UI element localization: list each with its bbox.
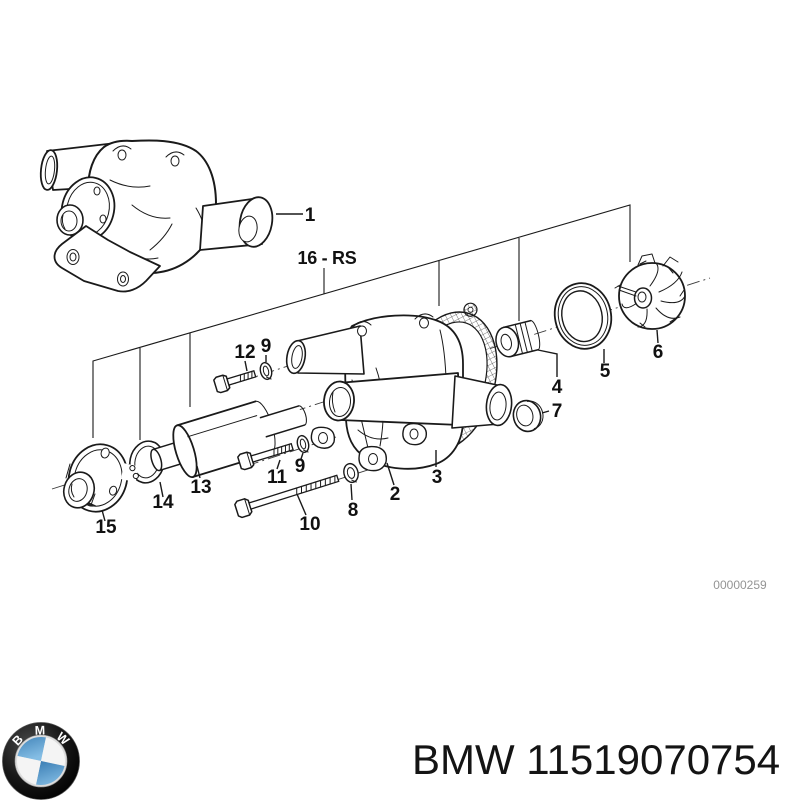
part-5-seal-ring bbox=[553, 282, 613, 350]
callout-1: 1 bbox=[305, 205, 316, 226]
part-6-impeller bbox=[614, 253, 686, 330]
part-9-washer-lower bbox=[296, 434, 310, 454]
callout-8: 8 bbox=[348, 500, 359, 521]
part-8-washer bbox=[343, 462, 359, 484]
callout-2: 2 bbox=[390, 484, 401, 505]
part-9-washer-upper bbox=[259, 361, 273, 381]
drawing-number: 00000259 bbox=[713, 578, 767, 592]
footer: B M W BMW 11519070754 bbox=[2, 722, 780, 800]
part-1-assembled-pump bbox=[39, 139, 274, 293]
callout-12: 12 bbox=[234, 342, 255, 363]
callout-3: 3 bbox=[432, 467, 443, 488]
callout-9-upper: 9 bbox=[261, 336, 272, 357]
part-10-long-bolt bbox=[234, 474, 340, 519]
part-11-bolt bbox=[237, 442, 294, 471]
callout-labels: 1 2 3 4 5 6 7 8 9 9 10 11 12 13 14 15 16… bbox=[95, 205, 663, 538]
bmw-logo-quadrants bbox=[17, 737, 65, 785]
part-12-bolt bbox=[213, 369, 257, 394]
part-15-hub-flange bbox=[62, 443, 129, 513]
callout-16-rs: 16 - RS bbox=[298, 248, 357, 268]
part-2-pump-housing bbox=[285, 313, 513, 472]
callout-4: 4 bbox=[552, 377, 563, 398]
callout-6: 6 bbox=[653, 342, 664, 363]
leader-lines bbox=[101, 213, 659, 522]
bmw-logo: B M W bbox=[2, 722, 80, 800]
callout-15: 15 bbox=[95, 517, 117, 538]
callout-14: 14 bbox=[152, 492, 174, 513]
callout-5: 5 bbox=[600, 361, 611, 382]
logo-letter-m: M bbox=[34, 723, 45, 737]
callout-9-lower: 9 bbox=[295, 456, 306, 477]
part-number-title: BMW 11519070754 bbox=[412, 736, 780, 783]
callout-13: 13 bbox=[190, 477, 211, 498]
part-7-seal-collar bbox=[512, 399, 544, 433]
callout-7: 7 bbox=[552, 401, 563, 422]
callout-10: 10 bbox=[299, 514, 320, 535]
part-13-bearing-shaft bbox=[150, 400, 307, 479]
callout-11: 11 bbox=[267, 467, 288, 488]
part-4-plug bbox=[495, 319, 541, 358]
repair-kit-bracket bbox=[92, 204, 631, 440]
